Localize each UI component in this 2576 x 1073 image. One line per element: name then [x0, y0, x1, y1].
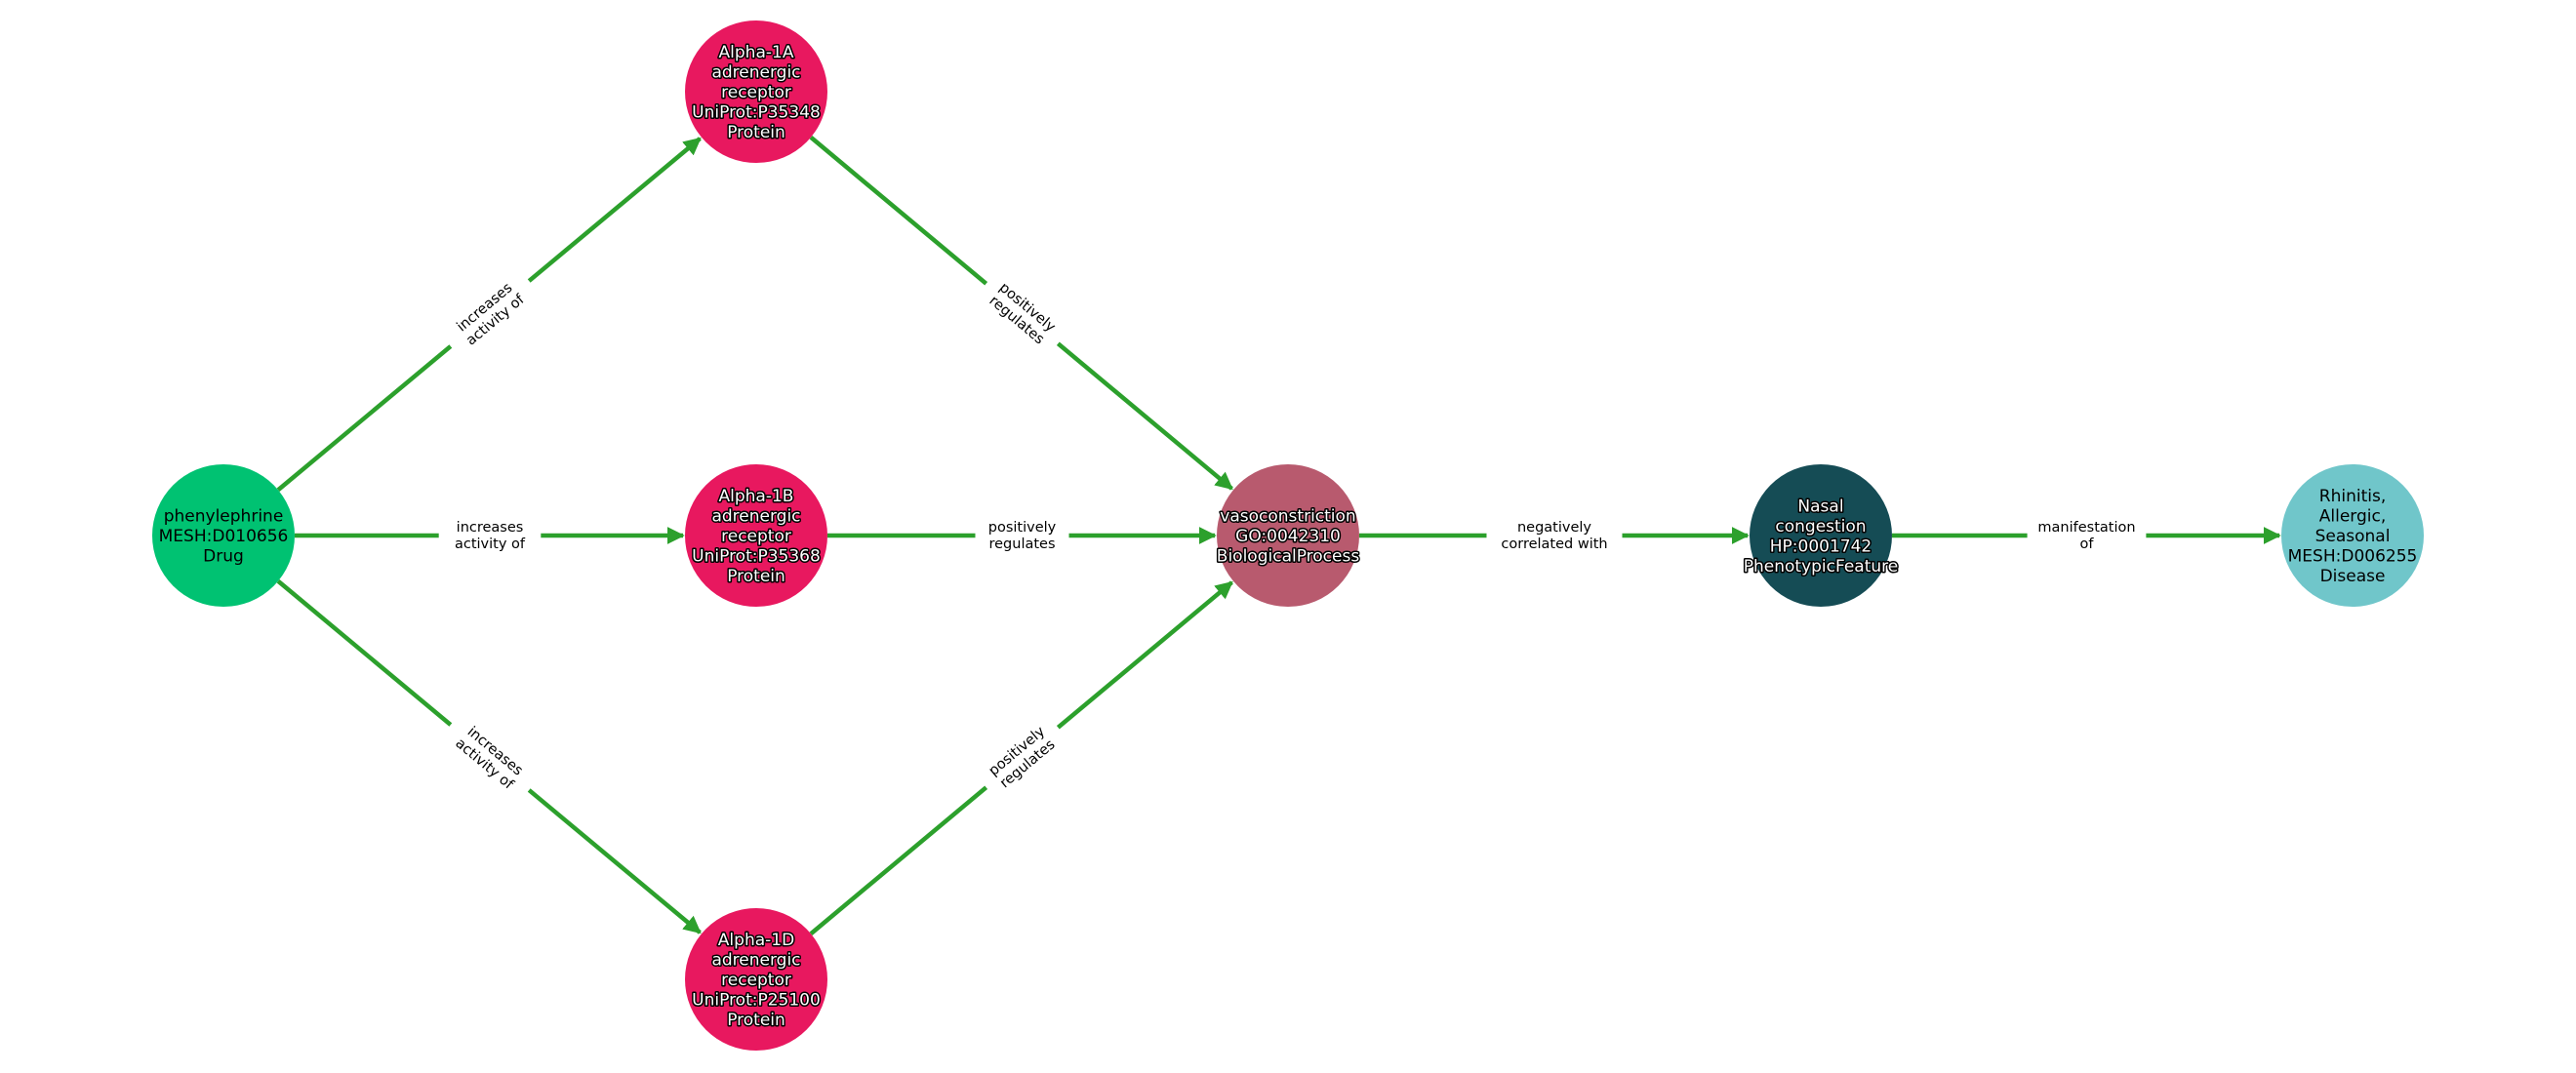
edge-label-bg	[2027, 517, 2147, 554]
edge-label-bg	[974, 269, 1070, 358]
edge-label-bg	[974, 713, 1070, 802]
node-label-line: Protein	[727, 1011, 785, 1030]
node-a1a[interactable]: Alpha-1AadrenergicreceptorUniProt:P35348…	[685, 20, 827, 163]
edge-label-line: manifestation	[2037, 520, 2135, 536]
edge-label-bg	[975, 517, 1069, 554]
node-label-line: adrenergic	[711, 507, 800, 527]
node-label-line: Protein	[727, 567, 785, 586]
node-label-line: congestion	[1775, 517, 1866, 536]
node-label-line: UniProt:P35368	[692, 547, 821, 567]
nodes-layer: phenylephrineMESH:D010656DrugAlpha-1Aadr…	[152, 20, 2424, 1051]
node-label-line: PhenotypicFeature	[1744, 557, 1899, 576]
node-label-line: Rhinitis,	[2319, 487, 2386, 506]
node-vaso[interactable]: vasoconstrictionGO:0042310BiologicalProc…	[1215, 464, 1361, 607]
node-label-line: UniProt:P35348	[692, 103, 821, 123]
node-label-line: BiologicalProcess	[1217, 547, 1360, 567]
node-label-line: MESH:D006255	[2288, 547, 2418, 567]
edge-label-line: negatively	[1517, 520, 1591, 536]
node-label-line: receptor	[721, 971, 791, 990]
node-label-line: adrenergic	[711, 63, 800, 83]
node-circle[interactable]	[1217, 464, 1359, 607]
node-label-line: Nasal	[1797, 497, 1843, 516]
node-label-line: GO:0042310	[1235, 527, 1341, 546]
node-label-line: receptor	[721, 83, 791, 102]
node-label-line: vasoconstriction	[1220, 507, 1355, 527]
node-label-line: Protein	[727, 123, 785, 142]
node-circle[interactable]	[152, 464, 295, 607]
node-label-line: Drug	[203, 547, 244, 567]
node-label-line: Disease	[2320, 567, 2386, 586]
edge-label-line: increases	[457, 520, 524, 536]
node-label-line: Alpha-1A	[719, 43, 794, 62]
node-a1b[interactable]: Alpha-1BadrenergicreceptorUniProt:P35368…	[685, 464, 827, 607]
edge-label-line: of	[2080, 536, 2095, 552]
edge-label-bg	[1486, 517, 1623, 554]
node-nasal[interactable]: NasalcongestionHP:0001742PhenotypicFeatu…	[1742, 464, 1900, 607]
node-circle[interactable]	[685, 464, 827, 607]
edge-label-bg	[438, 517, 542, 554]
node-label-line: MESH:D010656	[159, 527, 289, 546]
node-label-line: UniProt:P25100	[692, 991, 821, 1011]
node-label-line: Seasonal	[2315, 527, 2391, 546]
edge-label-bg	[438, 266, 542, 361]
node-label-line: adrenergic	[711, 951, 800, 971]
node-a1d[interactable]: Alpha-1DadrenergicreceptorUniProt:P25100…	[685, 908, 827, 1051]
node-label-line: HP:0001742	[1770, 536, 1872, 556]
node-circle[interactable]	[685, 908, 827, 1051]
edge-label-line: activity of	[455, 536, 526, 552]
node-label-line: Allergic,	[2319, 507, 2387, 527]
edge-label-line: positively	[988, 520, 1057, 536]
node-label-line: Alpha-1B	[719, 487, 794, 506]
node-rhinitis[interactable]: Rhinitis,Allergic,SeasonalMESH:D006255Di…	[2281, 464, 2424, 607]
node-label-line: Alpha-1D	[718, 931, 794, 950]
edge-label-line: regulates	[988, 536, 1055, 552]
edge-label-bg	[438, 710, 542, 805]
node-circle[interactable]	[1750, 464, 1892, 607]
node-label-line: receptor	[721, 527, 791, 546]
node-circle[interactable]	[2281, 464, 2424, 607]
node-label-line: phenylephrine	[164, 507, 284, 527]
edge-label-line: correlated with	[1501, 536, 1607, 552]
node-circle[interactable]	[685, 20, 827, 163]
